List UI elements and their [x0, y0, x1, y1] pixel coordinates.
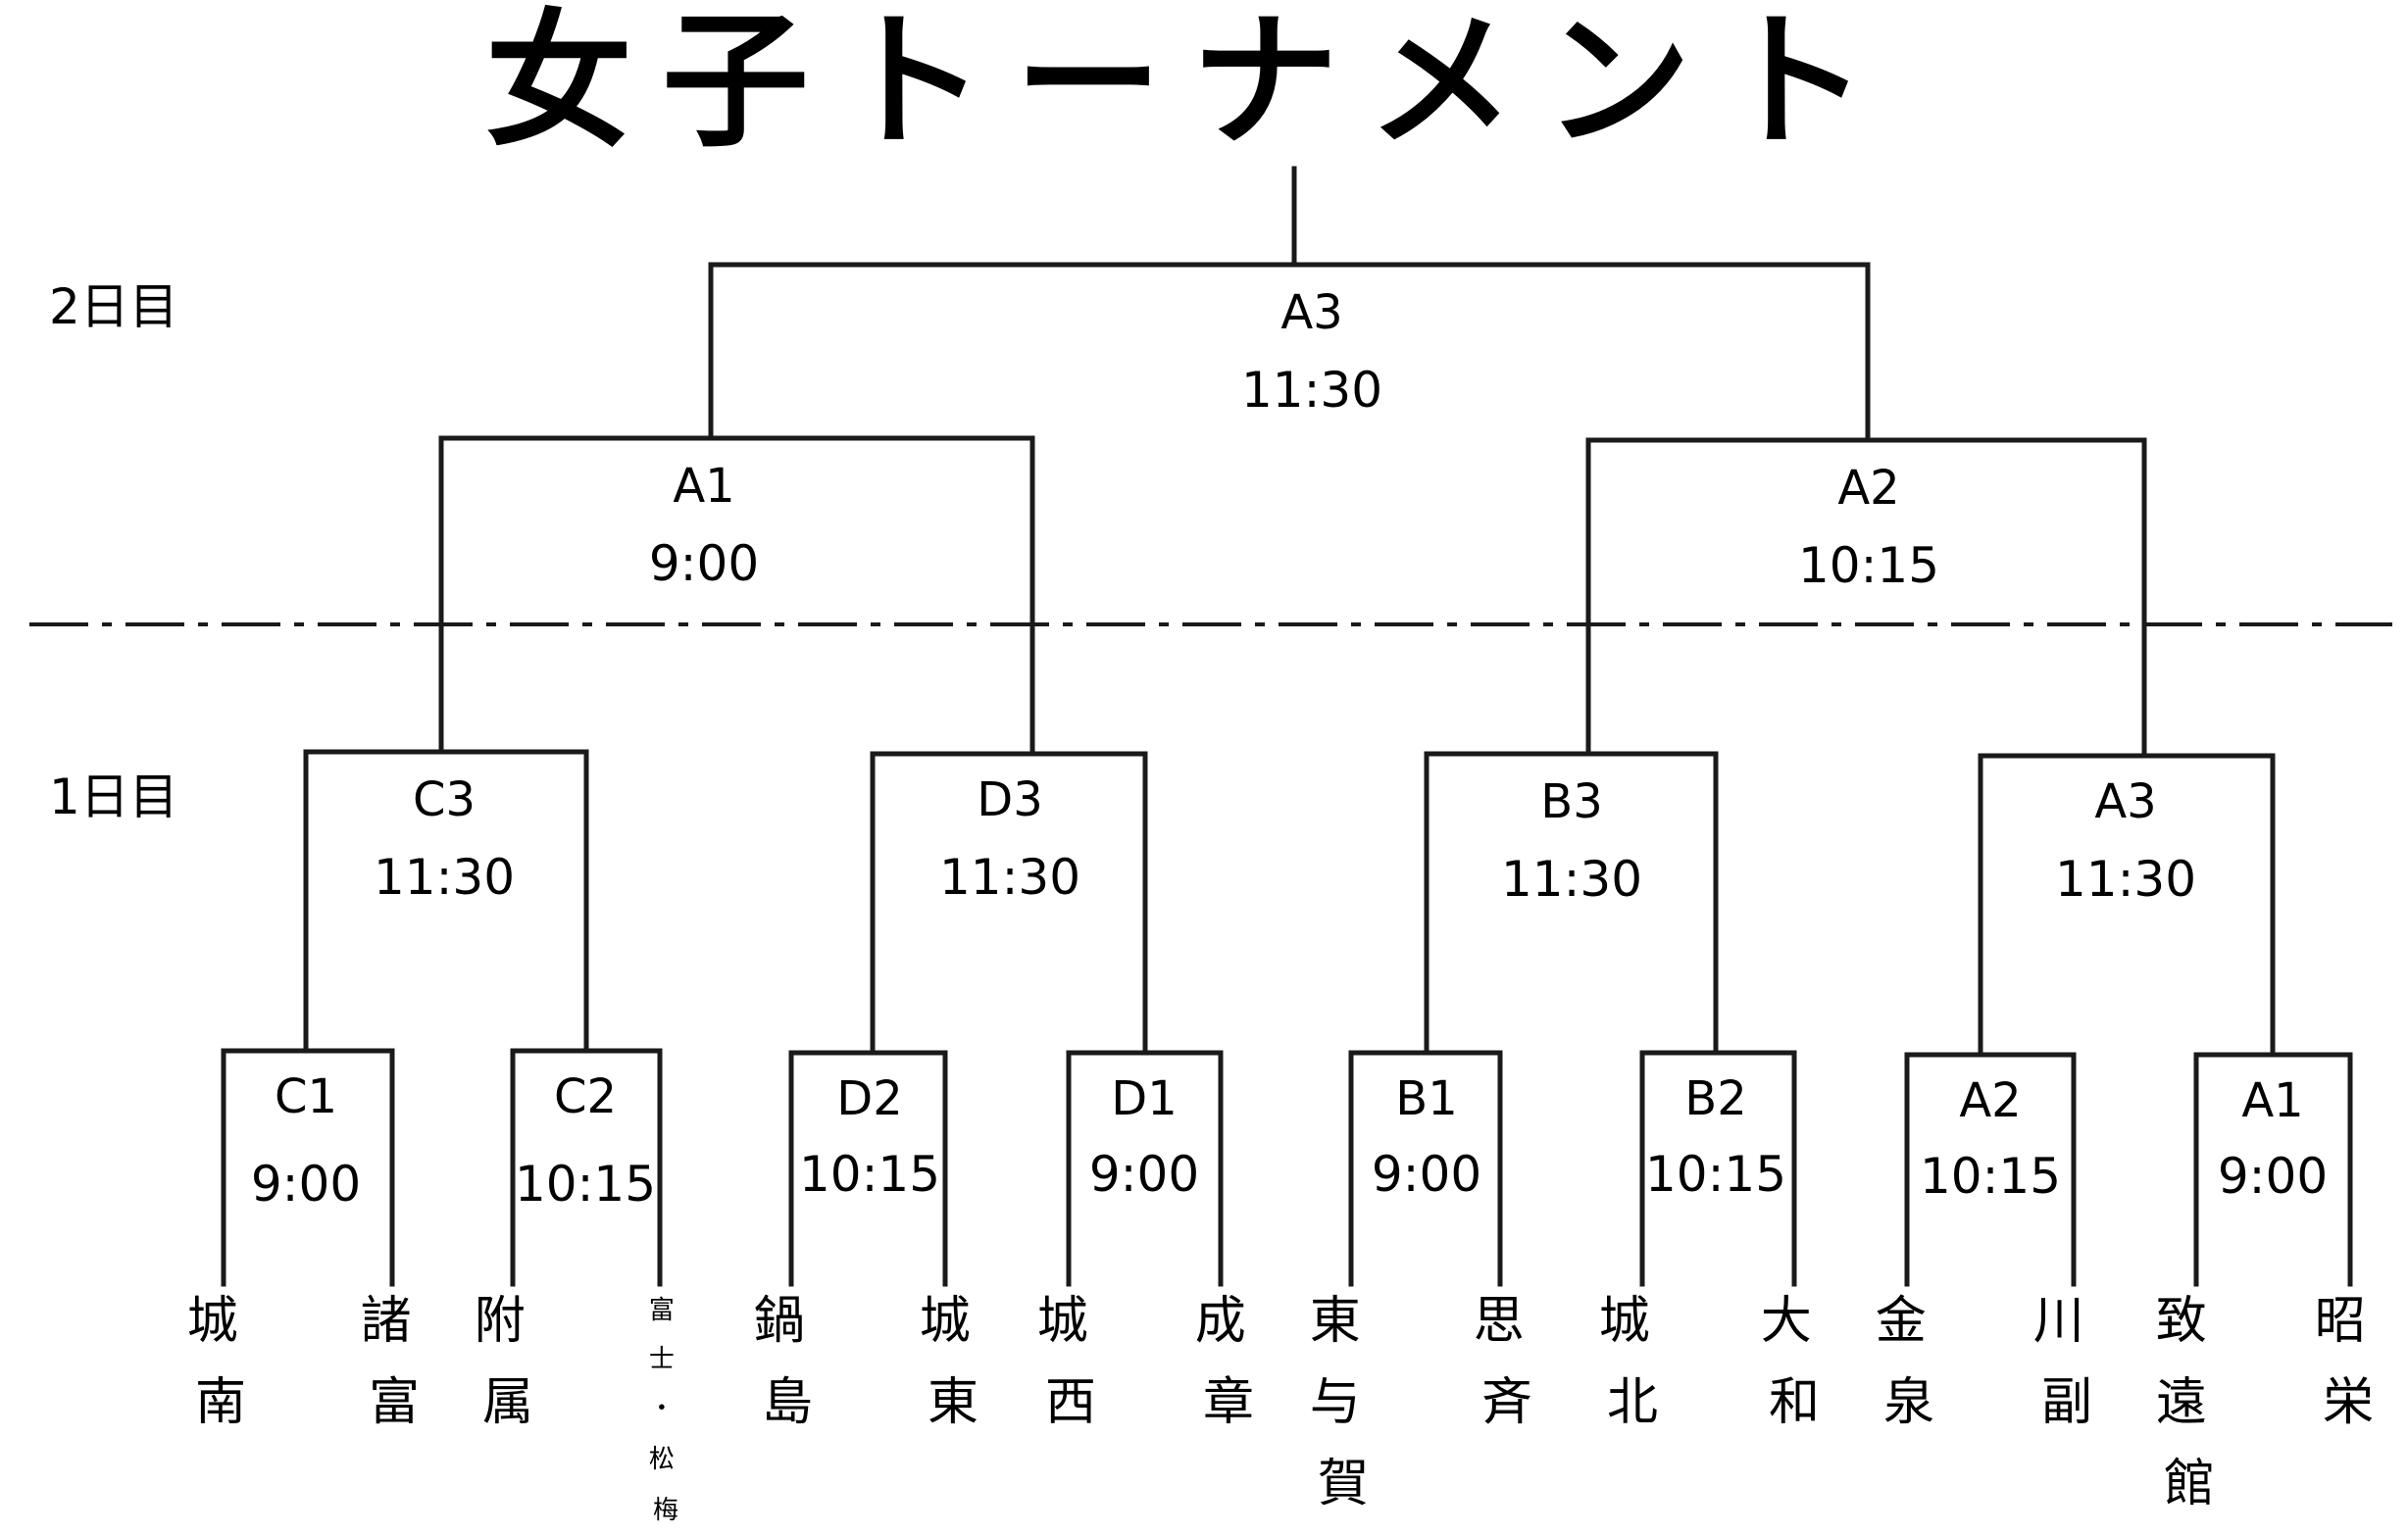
match-label-r1-c1: C1 9:00 — [251, 1069, 361, 1213]
match-code: D1 — [1111, 1071, 1178, 1126]
match-code: A3 — [2094, 774, 2156, 829]
match-time: 10:15 — [1798, 537, 1939, 594]
match-code: C3 — [413, 772, 476, 827]
team-name-kanaizumi: 金 泉 — [1876, 1292, 1943, 1432]
match-code: A1 — [2241, 1073, 2303, 1128]
match-time: 9:00 — [2218, 1148, 2328, 1205]
match-code: A2 — [1837, 461, 1899, 516]
match-label-qf-d3: D3 11:30 — [939, 772, 1080, 906]
match-label-r1-a1: A1 9:00 — [2218, 1073, 2328, 1205]
match-code: C1 — [275, 1069, 337, 1124]
match-code: B3 — [1540, 774, 1602, 829]
match-time: 10:15 — [799, 1146, 940, 1203]
team-name-johoku: 城 北 — [1599, 1292, 1667, 1432]
match-label-r1-c2: C2 10:15 — [515, 1069, 656, 1213]
team-name-higashiyoka: 東 与 賀 — [1310, 1292, 1378, 1513]
match-label-semi-right: A2 10:15 — [1798, 461, 1939, 594]
match-label-qf-b3: B3 11:30 — [1501, 774, 1642, 908]
match-time: 11:30 — [1241, 362, 1382, 419]
team-name-seisho: 成 章 — [1195, 1292, 1263, 1432]
match-time: 10:15 — [1645, 1146, 1786, 1203]
match-time: 9:00 — [649, 535, 759, 592]
match-code: A1 — [673, 459, 734, 514]
match-label-r1-d1: D1 9:00 — [1089, 1071, 1199, 1203]
match-code: D3 — [977, 772, 1043, 827]
day1-label: 1日目 — [49, 768, 178, 825]
team-name-list: 城 南 諸 富 附 属 富 士 ・ 松 梅 鍋 島 城 東 城 西 — [187, 1292, 2383, 1525]
match-label-final: A3 11:30 — [1241, 285, 1382, 419]
match-time: 11:30 — [374, 849, 515, 906]
team-name-joto: 城 東 — [920, 1292, 987, 1432]
team-name-jonan: 城 南 — [187, 1292, 255, 1432]
match-time: 9:00 — [251, 1156, 361, 1213]
team-name-fuji-matsubai: 富 士 ・ 松 梅 — [649, 1296, 682, 1525]
tournament-title: 女子トーナメント — [485, 0, 1897, 168]
match-code: B2 — [1684, 1071, 1746, 1126]
match-time: 11:30 — [1501, 851, 1642, 908]
team-name-kawasoe: 川 副 — [2033, 1292, 2101, 1432]
match-time: 11:30 — [939, 849, 1080, 906]
team-name-yamato: 大 和 — [1761, 1292, 1829, 1432]
match-label-qf-c3: C3 11:30 — [374, 772, 515, 906]
team-name-shoei: 昭 栄 — [2315, 1292, 2383, 1432]
match-time: 9:00 — [1089, 1146, 1199, 1203]
match-code: D2 — [836, 1071, 903, 1126]
match-label-r1-b2: B2 10:15 — [1645, 1071, 1786, 1203]
team-name-morodomi: 諸 富 — [361, 1292, 428, 1432]
match-time: 9:00 — [1372, 1146, 1481, 1203]
match-code: C2 — [554, 1069, 617, 1124]
team-name-shisei: 思 斉 — [1474, 1292, 1541, 1432]
match-time: 10:15 — [515, 1156, 656, 1213]
day2-label: 2日目 — [49, 278, 178, 335]
team-name-chienkan: 致 遠 館 — [2156, 1292, 2224, 1513]
team-name-josei: 城 西 — [1037, 1292, 1105, 1432]
match-code: A3 — [1280, 285, 1342, 340]
match-code: B1 — [1395, 1071, 1457, 1126]
match-label-r1-a2: A2 10:15 — [1920, 1073, 2061, 1205]
match-label-semi-left: A1 9:00 — [649, 459, 759, 592]
team-name-fuzoku: 附 属 — [475, 1292, 542, 1432]
match-code: A2 — [1959, 1073, 2021, 1128]
match-time: 11:30 — [2055, 851, 2196, 908]
match-label-qf-a3: A3 11:30 — [2055, 774, 2196, 908]
match-label-r1-b1: B1 9:00 — [1372, 1071, 1481, 1203]
team-name-nabeshima: 鍋 島 — [754, 1292, 822, 1432]
match-label-r1-d2: D2 10:15 — [799, 1071, 940, 1203]
match-time: 10:15 — [1920, 1148, 2061, 1205]
